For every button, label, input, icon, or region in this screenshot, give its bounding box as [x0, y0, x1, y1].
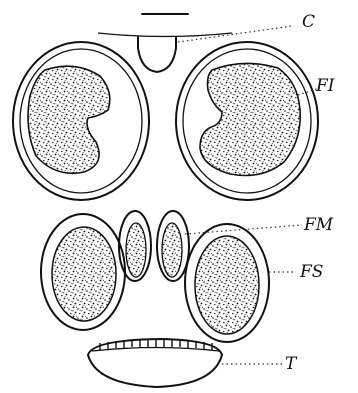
- structure-fi-left: [13, 42, 149, 200]
- leader-c: [178, 26, 292, 42]
- leader-fm: [185, 225, 302, 234]
- fi-right-nucleus: [200, 63, 300, 175]
- fm-left-nucleus: [126, 223, 146, 277]
- fi-left-nucleus: [28, 66, 110, 173]
- label-fi: FI: [315, 76, 335, 96]
- structure-fi-right: [176, 42, 318, 200]
- fs-left-nucleus: [52, 227, 116, 321]
- structure-fm: [119, 211, 189, 281]
- upper-arc-line: [98, 33, 232, 37]
- cap-shape: [138, 37, 176, 72]
- label-t: T: [285, 354, 298, 374]
- structure-t: [88, 339, 222, 387]
- label-c: C: [302, 12, 315, 32]
- label-fs: FS: [299, 262, 323, 282]
- fs-right-nucleus: [195, 236, 259, 334]
- fm-right-nucleus: [162, 223, 182, 277]
- tray-rim: [92, 348, 219, 352]
- label-fm: FM: [303, 215, 334, 235]
- structure-fs-left: [41, 214, 125, 330]
- structure-fs-right: [185, 224, 269, 342]
